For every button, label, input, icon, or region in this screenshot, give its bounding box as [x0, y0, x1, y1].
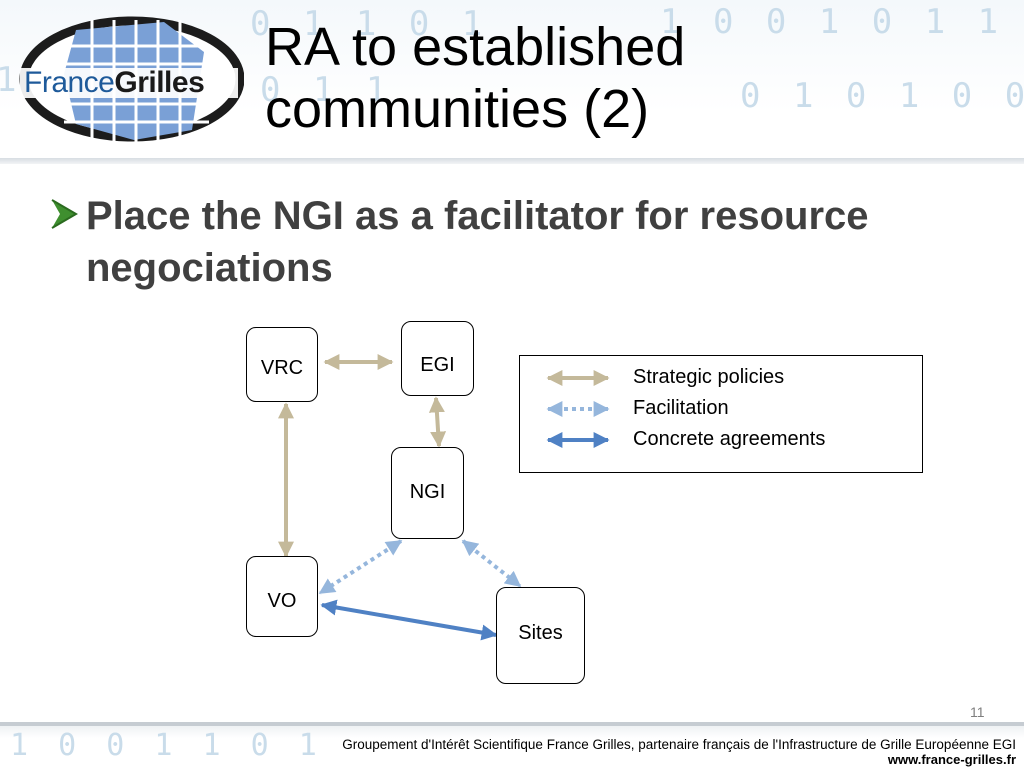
binary-pattern-decoration: 1 [0, 60, 23, 100]
france-grilles-logo [19, 16, 244, 142]
bullet-point: Place the NGI as a facilitator for resou… [48, 190, 988, 294]
footer-url: www.france-grilles.fr [887, 752, 1016, 767]
node-sites: Sites [496, 587, 585, 684]
bullet-text: Place the NGI as a facilitator for resou… [86, 194, 869, 290]
legend-label-facilitation: Facilitation [633, 397, 729, 419]
footer-divider [0, 722, 1024, 726]
footer-text: Groupement d'Intérêt Scientifique France… [342, 737, 1016, 752]
title-divider [0, 158, 1024, 164]
footer-band: 1 0 0 1 1 0 1 [0, 722, 1024, 768]
legend-label-concrete: Concrete agreements [633, 428, 826, 450]
node-vo: VO [246, 556, 318, 637]
node-ngi: NGI [391, 447, 464, 539]
slide-title-line-2: communities (2) [265, 79, 650, 139]
logo-wordmark: FranceGrilles [24, 66, 205, 99]
slide-title: RA to established communities (2) [265, 16, 1005, 140]
page-number: 11 [970, 704, 985, 720]
legend-swatches [546, 370, 610, 448]
legend: Strategic policies Facilitation Concrete… [519, 355, 923, 473]
node-vrc: VRC [246, 327, 318, 402]
arrow-bullet-icon [51, 199, 78, 229]
binary-pattern-decoration: 0 1 1 0 1 [250, 4, 489, 44]
binary-pattern-decoration: 0 1 1 [260, 70, 393, 110]
legend-label-strategic: Strategic policies [633, 366, 785, 388]
edge-vo-sites [320, 599, 498, 641]
edge-ngi-vo [318, 539, 403, 595]
binary-pattern-decoration: 0 1 0 1 0 0 1 1 0 1 [740, 76, 1024, 116]
edge-egi-ngi [428, 396, 447, 448]
binary-pattern-decoration: 1 0 0 1 1 0 1 [10, 728, 323, 763]
node-egi: EGI [401, 321, 474, 396]
slide-title-line-1: RA to established [265, 17, 686, 77]
edge-ngi-sites [461, 539, 522, 588]
binary-pattern-decoration: 1 0 0 1 0 1 1 0 0 1 1 0 1 [660, 2, 1024, 42]
